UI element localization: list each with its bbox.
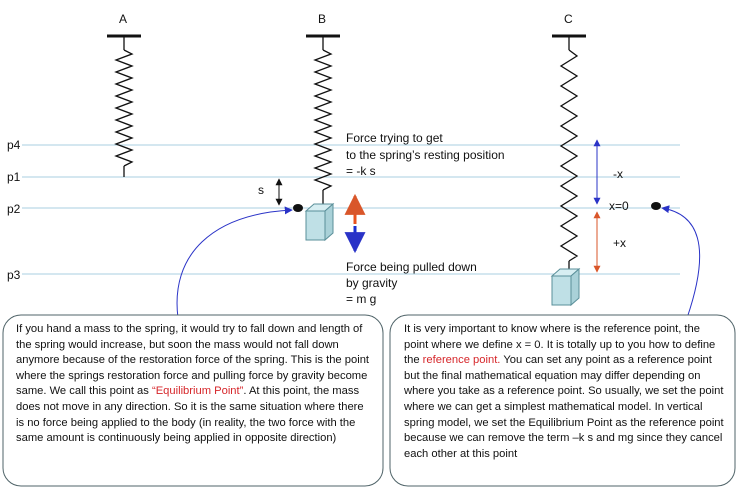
callout-text-right: It is very important to know where is th…: [404, 322, 726, 462]
level-label-p4: p4: [7, 138, 21, 152]
force-down-line-2: by gravity: [346, 276, 398, 290]
force-up-line-3: = -k s: [346, 164, 376, 178]
x-zero-label: x=0: [609, 199, 629, 213]
plus-x-label: +x: [613, 236, 627, 250]
force-down-line-3: = m g: [346, 292, 377, 306]
level-label-p1: p1: [7, 170, 21, 184]
callout-right-part2: You can set any point as a reference poi…: [404, 354, 724, 460]
spring-c: [552, 34, 586, 270]
force-down-line-1: Force being pulled down: [346, 260, 477, 274]
s-label: s: [258, 183, 264, 197]
force-up-line-2: to the spring’s resting position: [346, 148, 505, 162]
callout-right-part1: It is very important to know where is th…: [404, 323, 716, 367]
spring-b: [306, 34, 340, 206]
mass-block-c: [550, 267, 581, 307]
spring-label-c: C: [564, 12, 573, 26]
level-label-p2: p2: [7, 202, 21, 216]
callout-curve-right: [661, 205, 701, 319]
level-label-p3: p3: [7, 268, 21, 282]
callout-left-highlight: “Equilibrium Point”: [151, 385, 244, 398]
force-up-line-1: Force trying to get: [346, 131, 443, 145]
minus-x-label: -x: [613, 167, 623, 181]
callout-box-right: [389, 314, 736, 487]
equilibrium-dot-icon-c: [651, 202, 661, 210]
mass-block-b: [304, 202, 335, 242]
callout-left-part2: . At this point, the mass does not move …: [16, 385, 364, 445]
callout-box-left: [2, 314, 384, 487]
spring-a: [107, 34, 141, 177]
spring-label-b: B: [318, 12, 327, 26]
callout-curve-left: [176, 206, 293, 319]
callout-left-part1: If you hand a mass to the spring, it wou…: [16, 323, 370, 398]
callout-right-highlight: reference point.: [422, 354, 501, 367]
equilibrium-dot-icon-b: [293, 204, 303, 212]
callout-text-left: If you hand a mass to the spring, it wou…: [16, 322, 373, 447]
spring-label-a: A: [119, 12, 128, 26]
